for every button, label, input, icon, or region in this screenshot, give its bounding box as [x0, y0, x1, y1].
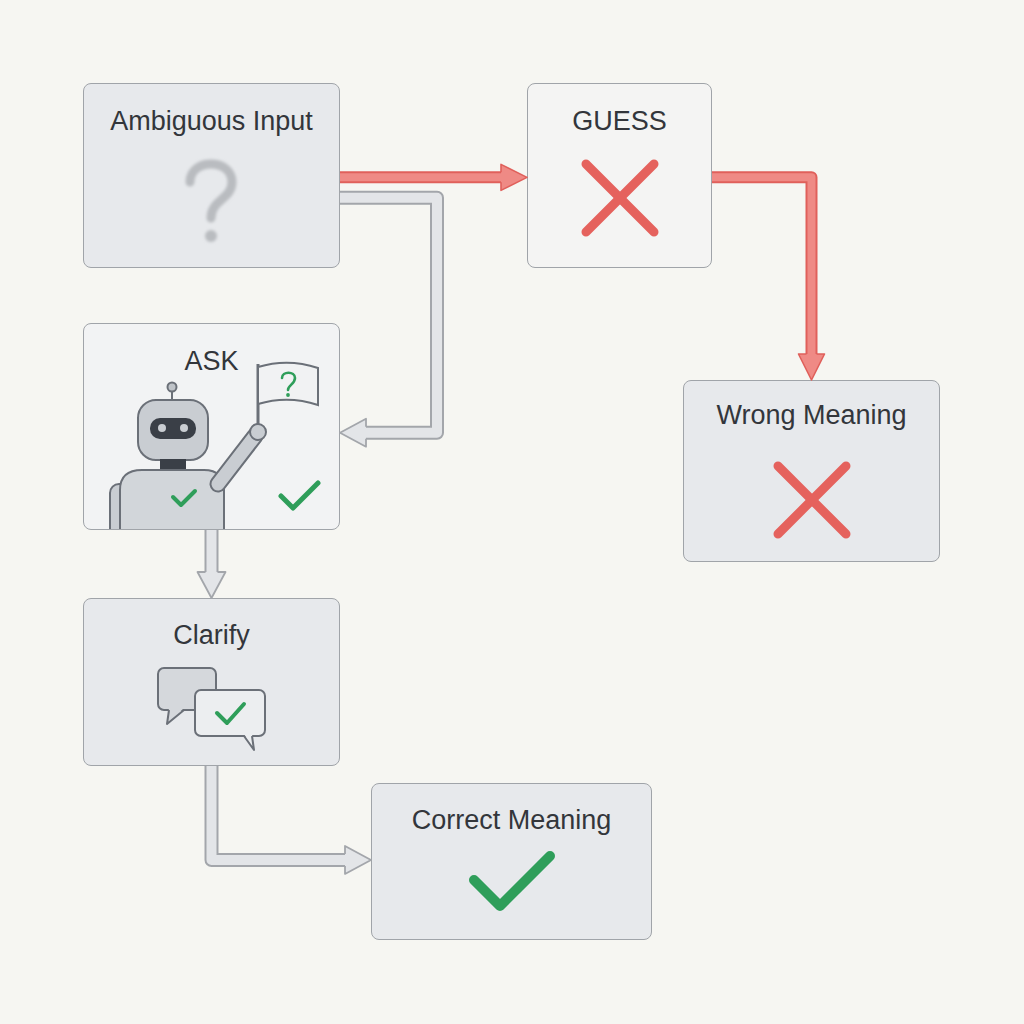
robot-illustration-part: [250, 424, 266, 440]
robot-illustration-part: [286, 393, 290, 397]
arrow-outline: [712, 177, 812, 354]
chat-icon-part: [244, 736, 254, 750]
chat-icon-part: [195, 690, 265, 736]
flow-arrow: [712, 177, 812, 354]
node-label: Correct Meaning: [372, 805, 651, 836]
question-icon: [190, 164, 232, 242]
robot-illustration-part: [281, 483, 318, 508]
flow-arrow: [211, 530, 212, 572]
chat-icon: [158, 668, 265, 750]
chat-icon-part: [244, 734, 254, 750]
cross-icon-part: [778, 466, 846, 534]
robot-illustration-part: [110, 484, 132, 529]
node-label: GUESS: [528, 106, 711, 137]
result-box: Correct Meaning: [371, 783, 652, 940]
cross-icon-part: [586, 164, 654, 232]
robot-illustration-part: [150, 418, 196, 439]
arrow-body: [212, 766, 346, 860]
cross-icon-part: [586, 164, 654, 232]
arrow-outline: [212, 766, 346, 860]
robot-illustration-part: [218, 436, 255, 484]
chat-icon-part: [217, 704, 244, 723]
cross-icon-part: [778, 466, 846, 534]
cross-icon: [778, 466, 846, 534]
arrow-body: [340, 173, 501, 181]
clarify-box: Clarify: [83, 598, 340, 766]
node-label: ASK: [84, 346, 339, 377]
check-icon-part: [474, 856, 550, 906]
robot-illustration: [110, 363, 318, 529]
ask-box: ASK: [83, 323, 340, 530]
robot-illustration-part: [258, 363, 318, 405]
robot-illustration-part: [171, 390, 173, 400]
arrow-body: [207, 530, 217, 572]
result-box: Wrong Meaning: [683, 380, 940, 562]
arrow-outline: [205, 530, 219, 572]
robot-illustration-part: [180, 424, 188, 432]
node-label: Ambiguous Input: [84, 106, 339, 137]
robot-illustration-part: [120, 470, 224, 529]
robot-illustration-part: [282, 373, 295, 390]
node-label: Clarify: [84, 620, 339, 651]
robot-illustration-part: [173, 491, 195, 505]
node-label: Wrong Meaning: [684, 400, 939, 431]
chat-icon-part: [167, 710, 184, 724]
robot-illustration-part: [138, 400, 208, 460]
arrow-body: [712, 177, 812, 354]
flow-arrow: [340, 177, 501, 178]
flow-arrow: [212, 766, 346, 860]
check-icon: [474, 856, 550, 906]
robot-illustration-part: [168, 383, 177, 392]
chat-icon-part: [158, 668, 216, 710]
robot-illustration-part: [158, 424, 166, 432]
robot-illustration-part: [160, 459, 186, 471]
chat-icon-part: [167, 708, 184, 724]
robot-illustration-part: [218, 436, 255, 484]
input-box: Ambiguous Input: [83, 83, 340, 268]
flow-arrow: [340, 198, 437, 433]
question-icon-part: [205, 230, 217, 242]
arrow-outline: [340, 198, 437, 433]
robot-illustration-part: [257, 364, 260, 432]
cross-icon: [586, 164, 654, 232]
question-icon-part: [190, 164, 232, 218]
arrow-body: [340, 198, 437, 433]
guess-box: GUESS: [527, 83, 712, 268]
arrow-outline: [340, 171, 501, 183]
